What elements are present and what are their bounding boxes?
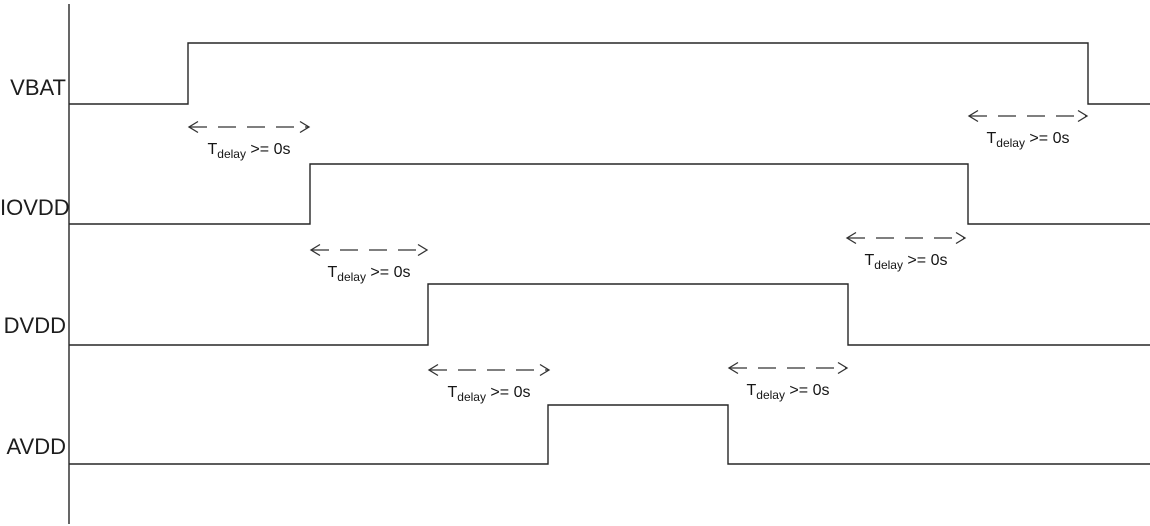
delay-time-label: Tdelay >= 0s	[708, 381, 868, 401]
delay-label-symbol: T	[864, 252, 875, 269]
delay-arrow-6	[967, 109, 1089, 123]
delay-label-subscript: delay	[996, 136, 1025, 151]
delay-label-subscript: delay	[457, 390, 486, 405]
delay-label-condition: >= 0s	[902, 252, 948, 269]
delay-time-label: Tdelay >= 0s	[409, 383, 569, 403]
delay-arrow-3	[427, 363, 551, 377]
delay-arrow-1	[187, 120, 311, 134]
arrowhead-right-icon	[1077, 109, 1089, 123]
delay-label-subscript: delay	[874, 258, 903, 273]
delay-label-condition: >= 0s	[485, 384, 531, 401]
delay-arrow-5	[845, 231, 967, 245]
delay-label-subscript: delay	[217, 147, 246, 162]
arrowhead-right-icon	[539, 363, 551, 377]
arrowhead-right-icon	[837, 361, 849, 375]
delay-time-label: Tdelay >= 0s	[826, 251, 986, 271]
signal-label-avdd: AVDD	[6, 434, 67, 459]
delay-label-condition: >= 0s	[784, 382, 830, 399]
delay-label-symbol: T	[746, 382, 757, 399]
arrowhead-left-icon	[727, 361, 739, 375]
delay-label-condition: >= 0s	[245, 141, 291, 158]
arrowhead-right-icon	[299, 120, 311, 134]
waveform-dvdd	[69, 283, 1150, 346]
delay-label-subscript: delay	[337, 270, 366, 285]
delay-arrow-4	[727, 361, 849, 375]
delay-time-label: Tdelay >= 0s	[289, 263, 449, 283]
signal-label-dvdd: DVDD	[3, 313, 66, 338]
arrowhead-left-icon	[845, 231, 857, 245]
delay-label-symbol: T	[447, 384, 458, 401]
arrowhead-left-icon	[309, 243, 321, 257]
delay-label-symbol: T	[327, 264, 338, 281]
waveform-iovdd	[69, 163, 1150, 225]
delay-arrow-2	[309, 243, 429, 257]
arrowhead-left-icon	[427, 363, 439, 377]
delay-label-symbol: T	[207, 141, 218, 158]
signal-label-vbat: VBAT	[10, 75, 66, 100]
delay-label-subscript: delay	[756, 388, 785, 403]
arrowhead-left-icon	[967, 109, 979, 123]
delay-time-label: Tdelay >= 0s	[948, 129, 1108, 149]
delay-label-condition: >= 0s	[1024, 130, 1070, 147]
arrowhead-left-icon	[187, 120, 199, 134]
arrowhead-right-icon	[417, 243, 429, 257]
delay-label-condition: >= 0s	[365, 264, 411, 281]
signal-label-iovdd: IOVDD	[0, 195, 70, 220]
arrowhead-right-icon	[955, 231, 967, 245]
delay-label-symbol: T	[986, 130, 997, 147]
delay-time-label: Tdelay >= 0s	[169, 140, 329, 160]
waveform-vbat	[69, 42, 1150, 105]
waveform-avdd	[69, 404, 1150, 465]
